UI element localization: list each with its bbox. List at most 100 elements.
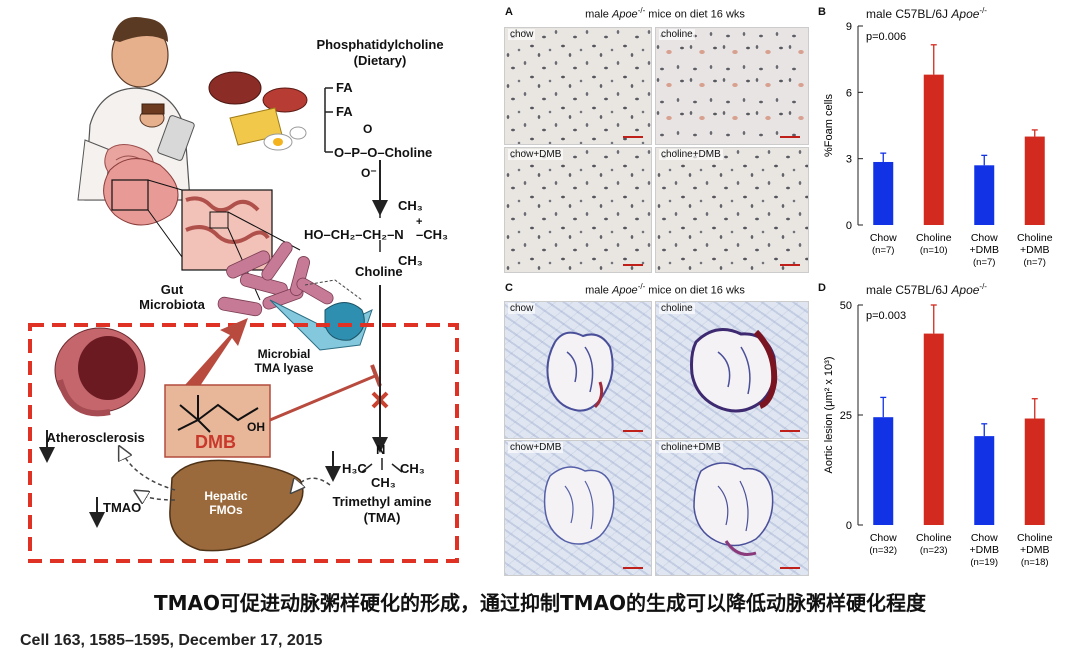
image-label: chow	[508, 29, 536, 40]
scale-bar	[780, 136, 800, 138]
micro-a-chow: chow	[504, 27, 652, 145]
hepatic-line2: FMOs	[209, 503, 243, 517]
artery-illustration	[54, 327, 146, 417]
panel-a-title: male Apoe-/- mice on diet 16 wks	[520, 6, 810, 21]
oxygen-bottom: O⁻	[361, 166, 377, 180]
x-tick-label: Chow	[870, 232, 897, 244]
x-tick-label: +DMB	[1020, 244, 1049, 256]
scale-bar	[623, 136, 643, 138]
oxygen-top: O	[363, 122, 373, 136]
aortic-root-art	[543, 466, 615, 545]
aortic-root-art	[693, 462, 774, 556]
choline-label: Choline	[355, 264, 403, 279]
y-tick-label: 9	[846, 21, 852, 33]
image-label: choline	[659, 29, 695, 40]
scale-bar	[623, 264, 643, 266]
x-tick-label: +DMB	[970, 244, 999, 256]
tma-n: N	[376, 442, 386, 457]
p-value-annotation: p=0.003	[866, 310, 906, 322]
schematic-figure: Phosphatidylcholine (Dietary) FA FA O O–…	[0, 0, 500, 575]
micro-c-chow-dmb: chow+DMB	[504, 440, 652, 576]
oh-label: OH	[247, 420, 265, 434]
ch3-right: –CH₃	[416, 227, 449, 242]
panel-a-title-gene: Apoe	[611, 8, 638, 21]
x-tick-label: Choline	[1017, 232, 1053, 244]
micro-a-chow-dmb: chow+DMB	[504, 147, 652, 273]
bar	[974, 436, 995, 525]
intestine-illustration	[103, 158, 373, 351]
x-tick-label: (n=10)	[920, 245, 948, 256]
x-tick-label: (n=7)	[1024, 257, 1046, 268]
gut-label-line2: Microbiota	[139, 297, 205, 312]
bar	[873, 161, 894, 225]
panel-a-letter: A	[505, 6, 513, 18]
image-label: chow+DMB	[508, 442, 564, 453]
bar	[974, 165, 995, 225]
x-tick-label: (n=32)	[869, 545, 897, 556]
panel-b-letter: B	[818, 6, 826, 18]
panel-a-title-pre: male	[585, 8, 612, 21]
micro-c-chow: chow	[504, 301, 652, 439]
image-label: choline+DMB	[659, 149, 723, 160]
panel-c-title-pre: male	[585, 284, 612, 297]
x-tick-label: (n=18)	[1021, 557, 1049, 568]
atherosclerosis-text: Atherosclerosis	[46, 430, 145, 445]
x-tick-label: Chow	[971, 532, 998, 544]
panel-b-title-gene: Apoe	[951, 7, 980, 21]
hepatic-fmos-label: Hepatic FMOs	[196, 489, 256, 517]
y-axis-label: %Foam cells	[823, 94, 835, 157]
panel-d-title: male C57BL/6J Apoe-/-	[866, 282, 987, 297]
panel-b-title-sup: -/-	[979, 6, 987, 15]
scale-bar	[780, 567, 800, 569]
tma-lyase-label: Microbial TMA lyase	[244, 347, 324, 375]
bar	[1024, 418, 1045, 525]
panel-c-title-post: mice on diet 16 wks	[645, 284, 745, 297]
panel-d-letter: D	[818, 282, 826, 294]
aortic-root-art	[690, 328, 778, 413]
scale-bar	[623, 567, 643, 569]
micro-a-choline-dmb: choline+DMB	[655, 147, 809, 273]
tmao-label: TMAO	[103, 500, 142, 515]
choline-formula: HO–CH₂–CH₂–N	[304, 227, 404, 242]
panel-b-title-pre: male C57BL/6J	[866, 7, 952, 21]
pc-title: Phosphatidylcholine (Dietary)	[305, 37, 455, 69]
x-tick-label: +DMB	[970, 544, 999, 556]
pc-title-line2: (Dietary)	[353, 53, 407, 68]
tma-label: Trimethyl amine (TMA)	[320, 494, 444, 526]
x-tick-label: (n=23)	[920, 545, 948, 556]
x-tick-label: Choline	[916, 532, 952, 544]
panel-a-title-sup: -/-	[637, 6, 646, 15]
ch3-top: CH₃	[398, 198, 423, 213]
pc-title-line1: Phosphatidylcholine	[316, 37, 444, 52]
scale-bar	[780, 264, 800, 266]
n-plus: +	[416, 216, 423, 228]
gut-microbiota-label: Gut Microbiota	[132, 282, 212, 312]
x-tick-label: Choline	[916, 232, 952, 244]
x-tick-label: (n=19)	[970, 557, 998, 568]
panel-c-letter: C	[505, 282, 513, 294]
panel-d-title-sup: -/-	[979, 282, 987, 291]
tma-ch3-right: CH₃	[400, 461, 425, 476]
bar	[1024, 136, 1045, 225]
panel-d-title-gene: Apoe	[951, 283, 980, 297]
fa-label-2: FA	[336, 104, 353, 119]
micro-a-choline: choline	[655, 27, 809, 145]
panel-c-title-sup: -/-	[637, 282, 646, 291]
image-label: choline+DMB	[659, 442, 723, 453]
x-tick-label: Choline	[1017, 532, 1053, 544]
y-axis-label: Aortic lesion (μm² x 10³)	[823, 357, 835, 474]
y-tick-label: 0	[846, 520, 852, 532]
tma-line2: (TMA)	[363, 510, 401, 525]
fa-label-1: FA	[336, 80, 353, 95]
ch3-bottom: CH₃	[398, 253, 423, 268]
scale-bar	[623, 430, 643, 432]
image-label: chow+DMB	[508, 149, 564, 160]
gut-label-line1: Gut	[160, 282, 184, 297]
x-tick-label: (n=7)	[872, 245, 894, 256]
panel-a-title-post: mice on diet 16 wks	[645, 8, 745, 21]
citation: Cell 163, 1585–1595, December 17, 2015	[20, 632, 323, 649]
panel-d-title-pre: male C57BL/6J	[866, 283, 952, 297]
liver-illustration	[169, 459, 304, 552]
y-tick-label: 50	[840, 300, 852, 312]
